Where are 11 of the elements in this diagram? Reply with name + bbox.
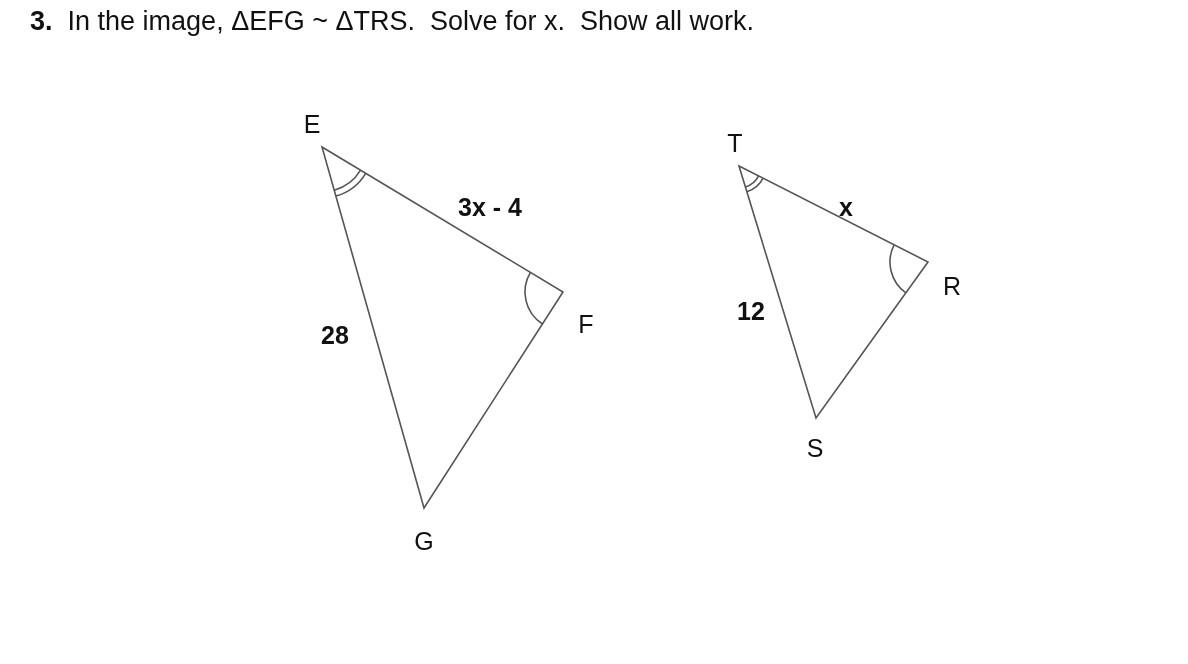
vertex-label: R xyxy=(942,273,962,299)
vertex-label: G xyxy=(414,528,434,554)
question-text: 3. In the image, ΔEFG ~ ΔTRS. Solve for x. Show all work. xyxy=(30,6,755,37)
vertex-label: T xyxy=(727,130,743,156)
side-length-label: x xyxy=(839,194,853,220)
vertex-label: F xyxy=(578,311,594,337)
vertex-label: S xyxy=(806,435,824,461)
side-length-label: 3x - 4 xyxy=(458,194,522,220)
side-length-label: 28 xyxy=(321,322,349,348)
vertex-label: E xyxy=(303,111,321,137)
side-length-label: 12 xyxy=(737,298,765,324)
